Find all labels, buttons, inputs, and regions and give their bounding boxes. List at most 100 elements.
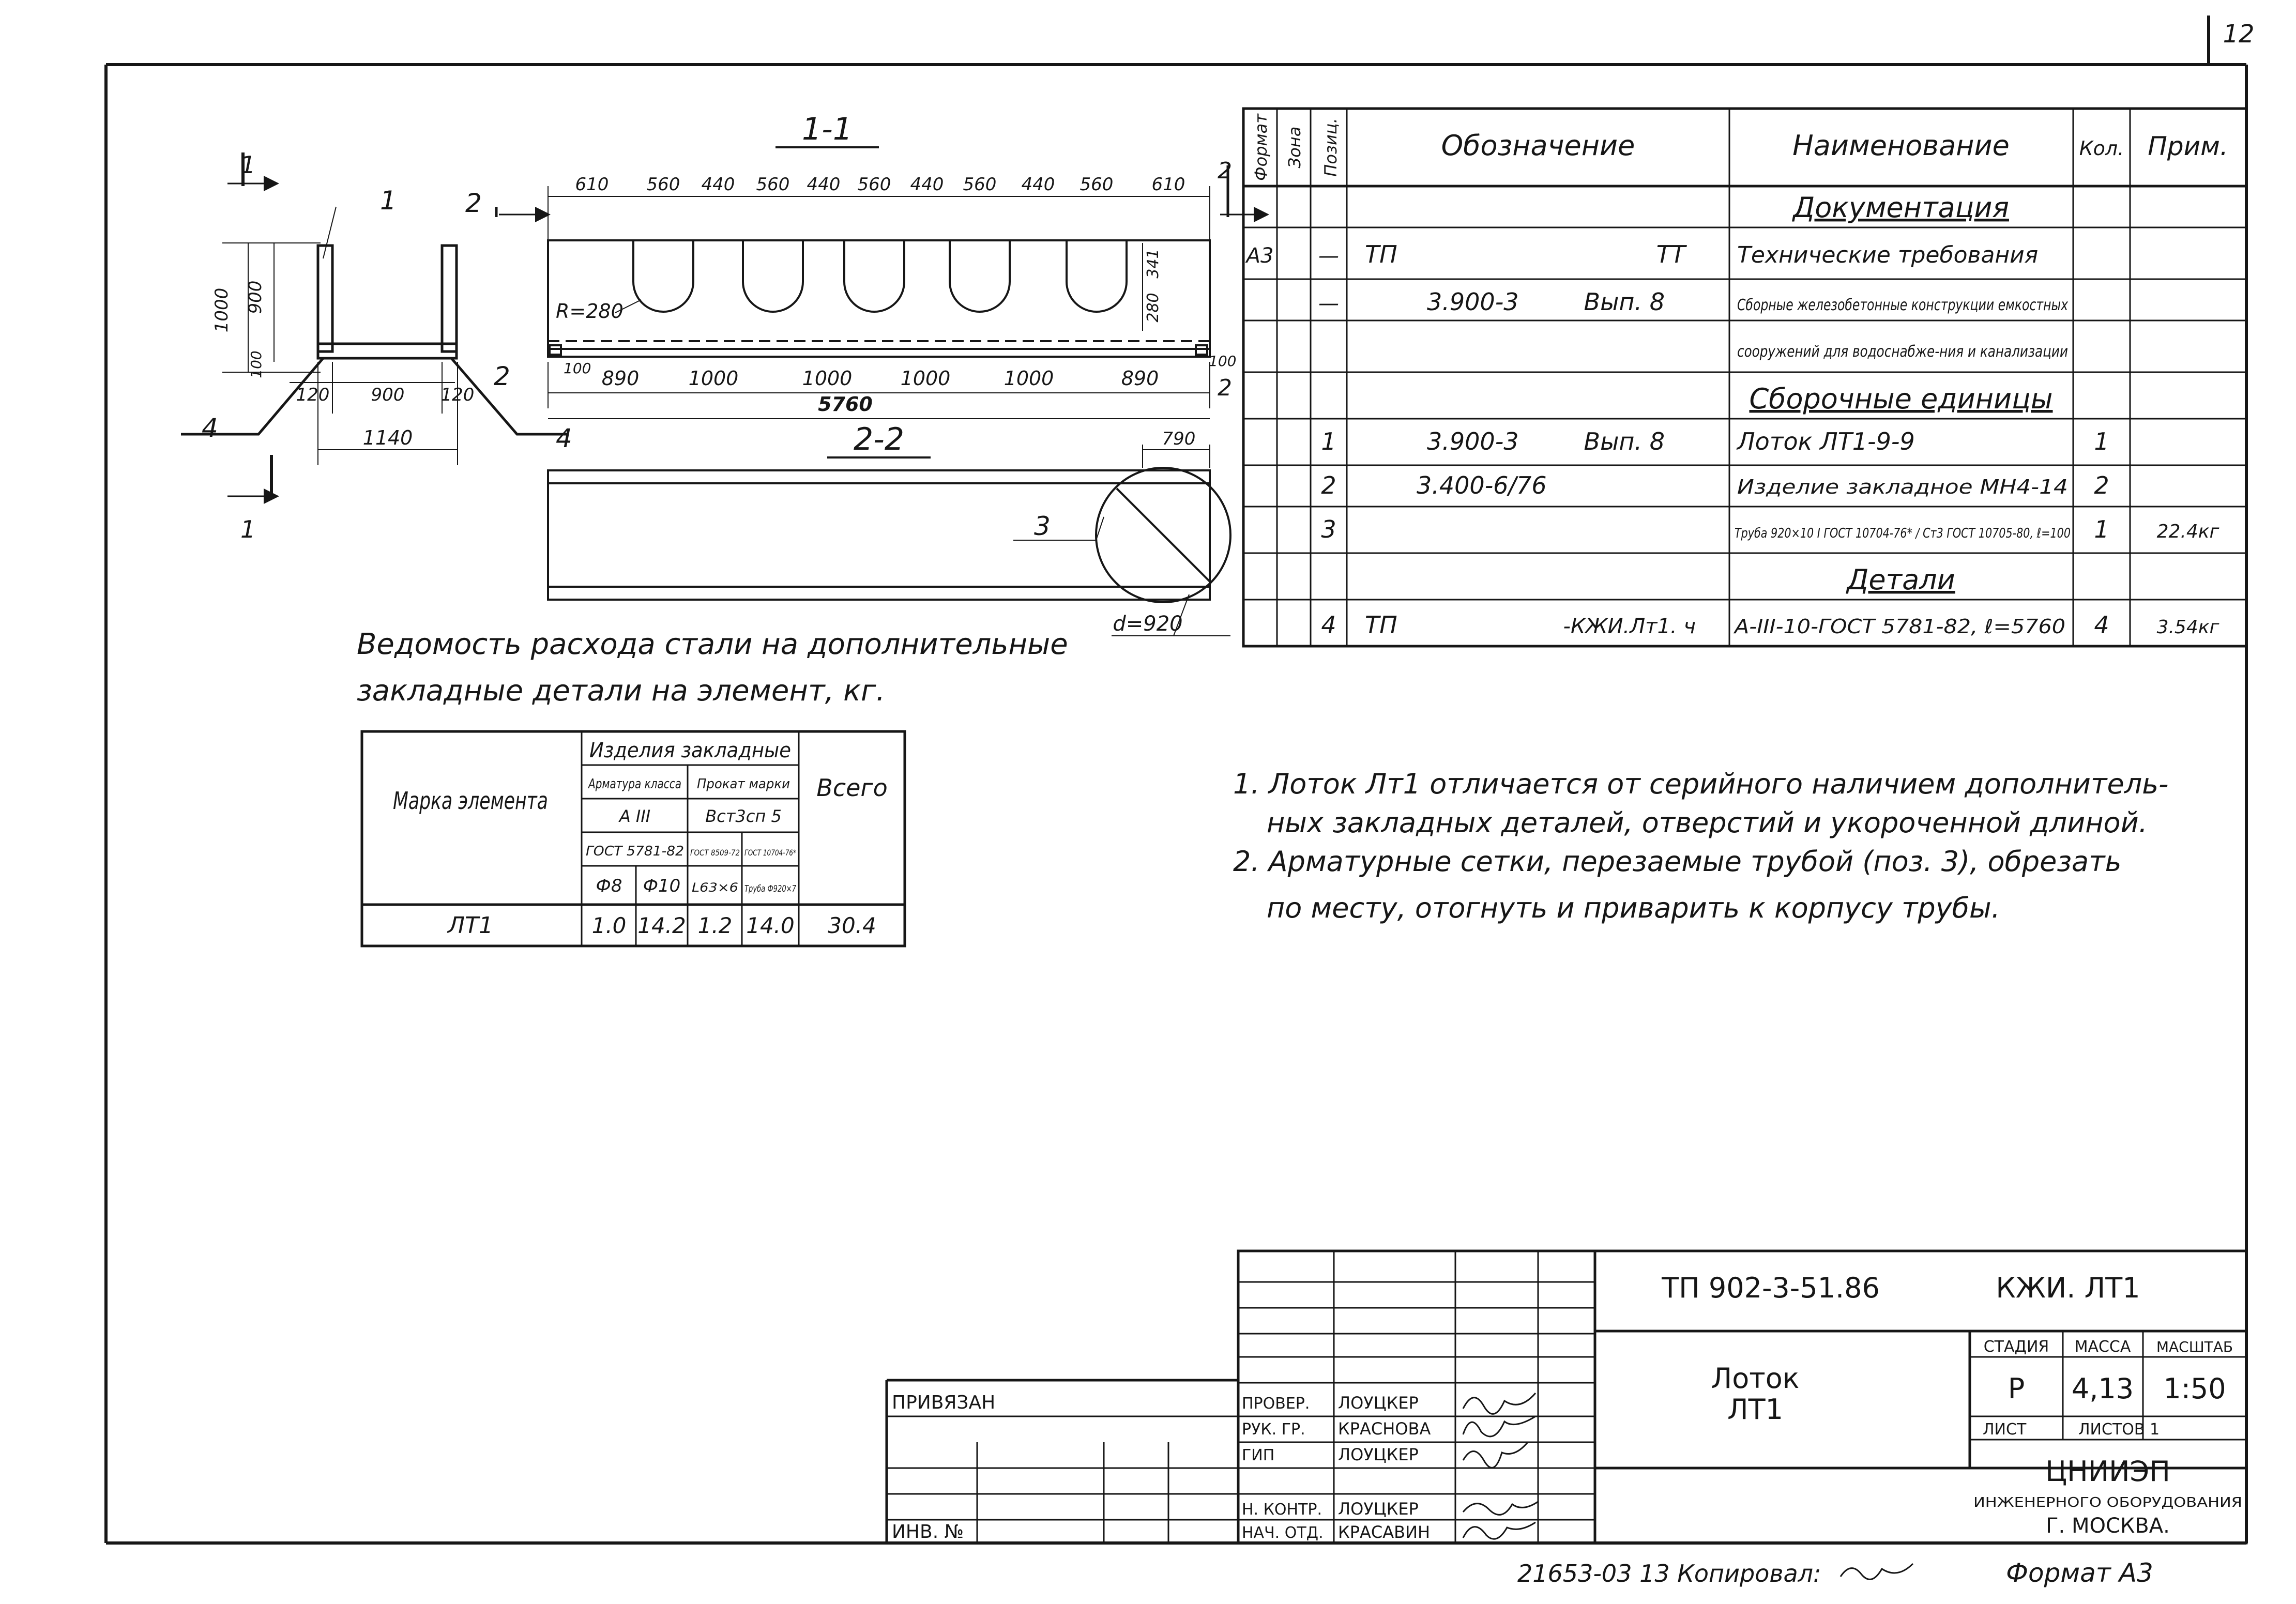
project-code: ТП 902-3-51.86 bbox=[1661, 1272, 1880, 1304]
row6-qty: 4 bbox=[2094, 611, 2109, 639]
title-block: ТП 902-3-51.86 КЖИ. ЛТ1 Лоток ЛТ1 СТАДИЯ… bbox=[885, 1249, 2248, 1545]
signatures bbox=[1462, 1393, 1539, 1540]
section-1-1-view: 1-1 bbox=[465, 111, 1269, 419]
top-dim-5: 440 bbox=[807, 174, 841, 195]
row1-pos: — bbox=[1318, 292, 1339, 315]
header-note: Прим. bbox=[2148, 131, 2228, 161]
drawing-name-line1: Лоток bbox=[1711, 1362, 1800, 1395]
footer-format: Формат А3 bbox=[2006, 1558, 2153, 1588]
row5-qty: 1 bbox=[2094, 515, 2109, 543]
row6-note: 3.54кг bbox=[2157, 617, 2220, 638]
bottom-dim-2: 1000 bbox=[689, 367, 739, 390]
steel-sub-pipe: Труба Ф920×7 bbox=[744, 883, 796, 894]
pipe-offset: 790 bbox=[1162, 429, 1196, 449]
bottom-dim-4: 1000 bbox=[901, 367, 951, 390]
hole-offset: 280 bbox=[1144, 293, 1162, 322]
top-dim-10: 560 bbox=[1080, 174, 1114, 195]
name-chief-engineer: ЛОУЦКЕР bbox=[1338, 1445, 1419, 1464]
row6-designation2: -КЖИ.Лт1. ч bbox=[1563, 615, 1696, 638]
steel-table: Марка элемента Изделия закладные Арматур… bbox=[360, 730, 906, 948]
top-dim-9: 440 bbox=[1022, 174, 1055, 195]
radius-label: R=280 bbox=[556, 300, 624, 323]
row0-name: Технические требования bbox=[1737, 242, 2038, 268]
bottom-dim-5: 1000 bbox=[1004, 367, 1054, 390]
steel-sub-f10: Ф10 bbox=[643, 876, 681, 896]
steel-row-total: 30.4 bbox=[828, 913, 876, 938]
stage-label: СТАДИЯ bbox=[1984, 1338, 2049, 1356]
name-group-lead: КРАСНОВА bbox=[1338, 1419, 1431, 1439]
row1-name: Сборные железобетонные конструкции емкос… bbox=[1737, 296, 2068, 314]
org-city: Г. МОСКВА. bbox=[2046, 1514, 2170, 1538]
sheets-label: ЛИСТОВ 1 bbox=[2078, 1420, 2160, 1439]
sheet-number: 12 bbox=[2223, 20, 2254, 49]
steel-col-arm: Арматура класса bbox=[587, 776, 681, 792]
steel-arm-class: А III bbox=[618, 806, 650, 826]
row4-name: Изделие закладное МН4-14 bbox=[1737, 476, 2068, 498]
row0-designation: ТП bbox=[1365, 240, 1397, 268]
top-dim-3: 440 bbox=[702, 174, 735, 195]
top-dim-2: 560 bbox=[647, 174, 680, 195]
drawing-name-line2: ЛТ1 bbox=[1727, 1393, 1783, 1426]
steel-title-line1: Ведомость расхода стали на дополнительны… bbox=[357, 628, 1068, 661]
row4-designation: 3.400-6/76 bbox=[1417, 471, 1547, 499]
row3-designation: 3.900-3 bbox=[1427, 427, 1519, 455]
section-2-2-label: 2-2 bbox=[854, 421, 904, 457]
steel-row-l63: 1.2 bbox=[698, 913, 733, 938]
row1-designation: 3.900-3 bbox=[1427, 288, 1519, 316]
scale-value: 1:50 bbox=[2163, 1372, 2226, 1405]
row4-qty: 2 bbox=[2094, 471, 2109, 499]
header-name: Наименование bbox=[1792, 129, 2010, 162]
spec-table: Формат Зона Позиц. Обозначение Наименова… bbox=[1242, 107, 2248, 648]
row5-note: 22.4кг bbox=[2157, 521, 2220, 542]
top-dim-6: 560 bbox=[858, 174, 891, 195]
role-chief-engineer: ГИП bbox=[1242, 1446, 1274, 1464]
steel-gost-arm: ГОСТ 5781-82 bbox=[586, 844, 684, 859]
cross-width-120-right: 120 bbox=[441, 385, 475, 405]
steel-row-pipe: 14.0 bbox=[746, 913, 795, 938]
steel-sub-f8: Ф8 bbox=[596, 876, 622, 896]
top-dim-7: 440 bbox=[910, 174, 944, 195]
end-dim-left: 100 bbox=[564, 360, 591, 377]
cross-height-1000: 1000 bbox=[211, 288, 232, 333]
row0-format: А3 bbox=[1245, 244, 1274, 268]
callout-2-left: 2 bbox=[494, 361, 510, 391]
top-dim-8: 560 bbox=[963, 174, 997, 195]
total-length: 5760 bbox=[818, 393, 873, 416]
section-assemblies: Сборочные единицы bbox=[1749, 383, 2052, 415]
header-format: Формат bbox=[1251, 113, 1271, 181]
header-zone: Зона bbox=[1285, 127, 1304, 169]
scale-label: МАСШТАБ bbox=[2156, 1338, 2233, 1355]
stage-value: Р bbox=[2008, 1372, 2025, 1405]
name-checked: ЛОУЦКЕР bbox=[1338, 1393, 1419, 1413]
steel-gost-prokat1: ГОСТ 8509-72 bbox=[690, 848, 740, 858]
mass-value: 4,13 bbox=[2072, 1372, 2134, 1405]
row3-pos: 1 bbox=[1321, 427, 1336, 455]
cross-section-view: 1 1 1 4 4 2 1000 900 100 120 900 120 114… bbox=[181, 151, 572, 543]
callout-4-left: 4 bbox=[202, 413, 218, 443]
bottom-dim-3: 1000 bbox=[802, 367, 853, 390]
cross-width-120-left: 120 bbox=[296, 385, 330, 405]
top-dim-11: 610 bbox=[1152, 174, 1185, 195]
steel-col-total: Всего bbox=[816, 774, 887, 802]
project-suffix: КЖИ. ЛТ1 bbox=[1996, 1272, 2140, 1304]
callout-1: 1 bbox=[380, 186, 397, 216]
callout-4-right: 4 bbox=[556, 423, 572, 453]
row3-qty: 1 bbox=[2094, 427, 2109, 455]
org-subtitle: ИНЖЕНЕРНОГО ОБОРУДОВАНИЯ bbox=[1973, 1495, 2242, 1510]
steel-row-f10: 14.2 bbox=[637, 913, 686, 938]
bottom-dim-6: 890 bbox=[1121, 367, 1159, 390]
steel-sub-l63: L63×6 bbox=[692, 880, 738, 895]
cross-total-width: 1140 bbox=[363, 426, 413, 449]
role-checked: ПРОВЕР. bbox=[1242, 1395, 1310, 1413]
header-qty: Кол. bbox=[2079, 137, 2124, 160]
section-2-2-view: 2-2 3 790 d=920 bbox=[547, 421, 1231, 636]
cut-mark-2-low-right: 2 bbox=[1218, 375, 1232, 401]
note-1-line1: 1. Лоток Лт1 отличается от серийного нал… bbox=[1233, 768, 2169, 800]
header-designation: Обозначение bbox=[1441, 129, 1635, 162]
note-1-line2: ных закладных деталей, отверстий и укоро… bbox=[1267, 806, 2148, 839]
callout-3: 3 bbox=[1034, 511, 1051, 541]
footer-copy: 21653-03 13 Копировал: bbox=[1517, 1560, 1821, 1587]
row2-name: сооружений для водоснабже-ния и канализа… bbox=[1737, 343, 2068, 361]
cut-mark-2-right: 2 bbox=[1218, 158, 1232, 184]
